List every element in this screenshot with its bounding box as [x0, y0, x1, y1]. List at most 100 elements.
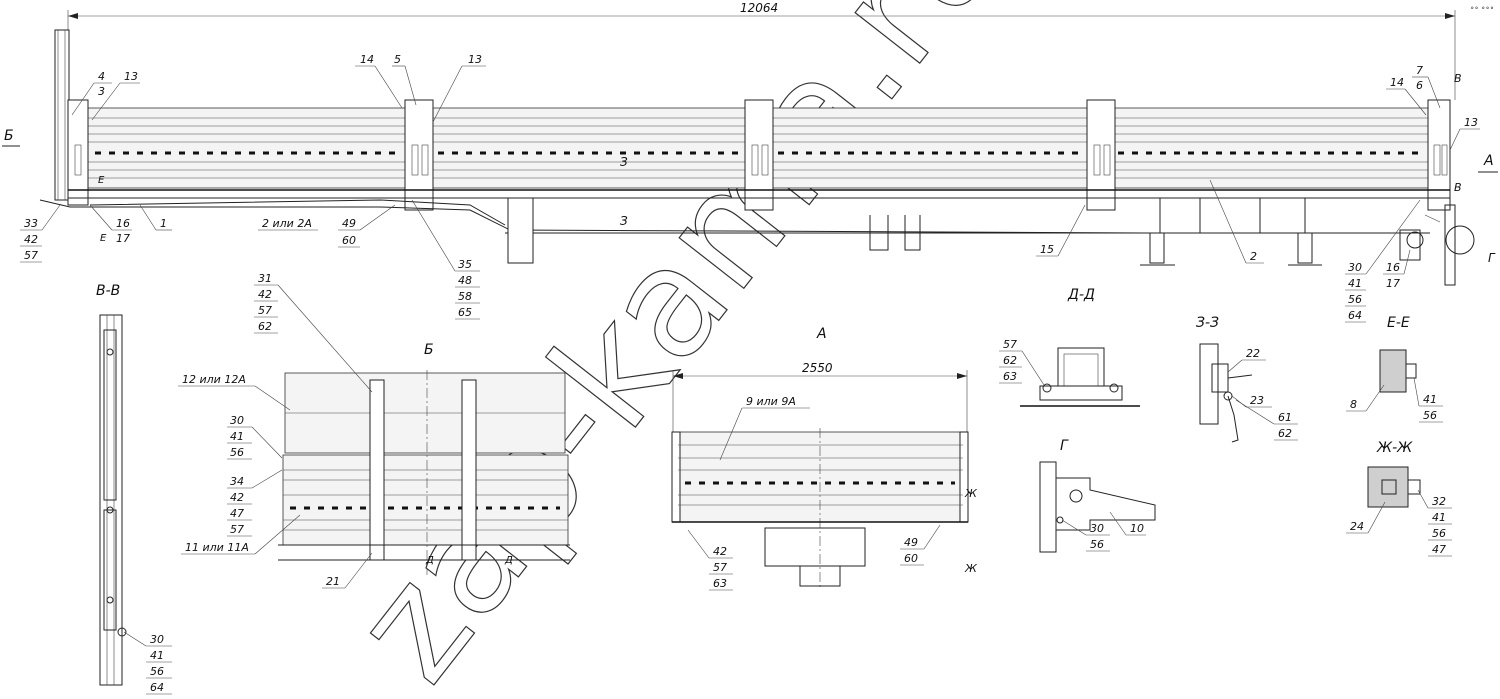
svg-text:56: 56 [1348, 293, 1362, 306]
svg-text:6: 6 [1416, 79, 1423, 92]
svg-text:16: 16 [116, 217, 130, 230]
svg-text:65: 65 [458, 306, 472, 319]
svg-text:58: 58 [458, 290, 472, 303]
view-ee: Е-Е 8 41 56 [1346, 315, 1443, 423]
svg-text:60: 60 [904, 552, 918, 565]
section-zh-2: Ж [964, 562, 978, 575]
svg-text:63: 63 [713, 577, 727, 590]
view-zhzh-title: Ж-Ж [1376, 440, 1413, 456]
svg-text:13: 13 [468, 53, 482, 66]
svg-text:57: 57 [230, 523, 244, 536]
svg-text:12 или 12А: 12 или 12А [182, 373, 246, 386]
svg-text:56: 56 [150, 665, 164, 678]
corner-mark: ∘∘ ∘∘∘ [1470, 4, 1494, 12]
svg-text:56: 56 [1423, 409, 1437, 422]
svg-text:57: 57 [1003, 338, 1017, 351]
stake-posts [67, 99, 1451, 211]
svg-text:63: 63 [1003, 370, 1017, 383]
svg-text:30: 30 [150, 633, 164, 646]
svg-text:13: 13 [1464, 116, 1478, 129]
section-e-cut-bottom: Е [100, 233, 107, 244]
section-g-ref: Г [1488, 251, 1496, 265]
svg-text:41: 41 [150, 649, 164, 662]
view-a-title: А [816, 326, 827, 342]
svg-text:57: 57 [24, 249, 38, 262]
svg-text:42: 42 [258, 288, 272, 301]
side-panel-3 [769, 107, 1091, 189]
section-z-2: З [620, 214, 628, 228]
svg-text:21: 21 [326, 575, 340, 588]
svg-text:47: 47 [1432, 543, 1446, 556]
svg-text:41: 41 [1348, 277, 1362, 290]
svg-text:33: 33 [24, 217, 38, 230]
svg-text:41: 41 [1423, 393, 1437, 406]
svg-text:7: 7 [1416, 64, 1423, 77]
svg-text:11 или 11А: 11 или 11А [185, 541, 249, 554]
section-zh-1: Ж [964, 487, 978, 500]
svg-text:30: 30 [1348, 261, 1362, 274]
view-ee-title: Е-Е [1387, 315, 1410, 331]
section-d-1: Д [425, 555, 434, 566]
view-zhzh: Ж-Ж 24 32 41 56 47 [1346, 440, 1452, 557]
svg-text:17: 17 [1386, 277, 1400, 290]
svg-text:42: 42 [230, 491, 244, 504]
svg-text:14: 14 [360, 53, 374, 66]
svg-text:31: 31 [258, 272, 272, 285]
svg-text:57: 57 [713, 561, 727, 574]
section-a-right: А [1483, 153, 1494, 169]
svg-text:62: 62 [1003, 354, 1017, 367]
view-b-title: Б [424, 342, 434, 358]
svg-text:35: 35 [458, 258, 472, 271]
side-panel-4 [1109, 107, 1431, 189]
view-a: А 2550 Ж Ж 9 или 9А 42 57 63 [671, 326, 978, 591]
svg-text:64: 64 [150, 681, 164, 694]
view-zz: З-З 22 23 61 62 [1196, 315, 1298, 443]
svg-text:2 или 2А: 2 или 2А [262, 217, 312, 230]
svg-text:1: 1 [160, 217, 167, 230]
svg-text:62: 62 [258, 320, 272, 333]
svg-text:23: 23 [1250, 394, 1264, 407]
svg-text:42: 42 [24, 233, 38, 246]
section-z-1: З [620, 155, 628, 169]
svg-text:32: 32 [1432, 495, 1446, 508]
view-vv: В-В 30 41 56 64 [96, 283, 172, 695]
svg-text:62: 62 [1278, 427, 1292, 440]
svg-text:13: 13 [124, 70, 138, 83]
main-callouts: 4 3 13 14 5 13 14 7 6 13 16 17 1 2 или 2… [20, 53, 1480, 323]
svg-text:41: 41 [230, 430, 244, 443]
svg-text:30: 30 [230, 414, 244, 427]
svg-text:57: 57 [258, 304, 272, 317]
svg-text:22: 22 [1246, 347, 1260, 360]
section-b-left: Б [4, 128, 14, 144]
svg-text:30: 30 [1090, 522, 1104, 535]
svg-text:4: 4 [98, 70, 105, 83]
svg-text:24: 24 [1350, 520, 1364, 533]
section-v-top: В [1454, 72, 1462, 85]
svg-text:41: 41 [1432, 511, 1446, 524]
svg-text:56: 56 [1090, 538, 1104, 551]
svg-text:5: 5 [394, 53, 401, 66]
svg-text:8: 8 [1350, 398, 1357, 411]
svg-text:3: 3 [98, 85, 105, 98]
svg-text:56: 56 [1432, 527, 1446, 540]
view-g-title: Г [1060, 438, 1069, 454]
svg-text:16: 16 [1386, 261, 1400, 274]
svg-text:61: 61 [1278, 411, 1292, 424]
svg-text:47: 47 [230, 507, 244, 520]
svg-text:15: 15 [1040, 243, 1054, 256]
svg-text:42: 42 [713, 545, 727, 558]
svg-text:56: 56 [230, 446, 244, 459]
view-zz-title: З-З [1196, 315, 1219, 331]
svg-text:48: 48 [458, 274, 472, 287]
main-side-view [39, 29, 1475, 286]
section-v-bottom: В [1454, 181, 1462, 194]
svg-text:10: 10 [1130, 522, 1144, 535]
view-b: Б Д Д 31 42 57 62 12 или 12А [178, 272, 570, 589]
view-vv-title: В-В [96, 283, 120, 299]
view-dd-title: Д-Д [1067, 287, 1095, 303]
side-panel-1 [87, 107, 409, 189]
overall-dimension-text: 12064 [740, 1, 778, 15]
svg-text:64: 64 [1348, 309, 1362, 322]
svg-text:2: 2 [1250, 250, 1257, 263]
